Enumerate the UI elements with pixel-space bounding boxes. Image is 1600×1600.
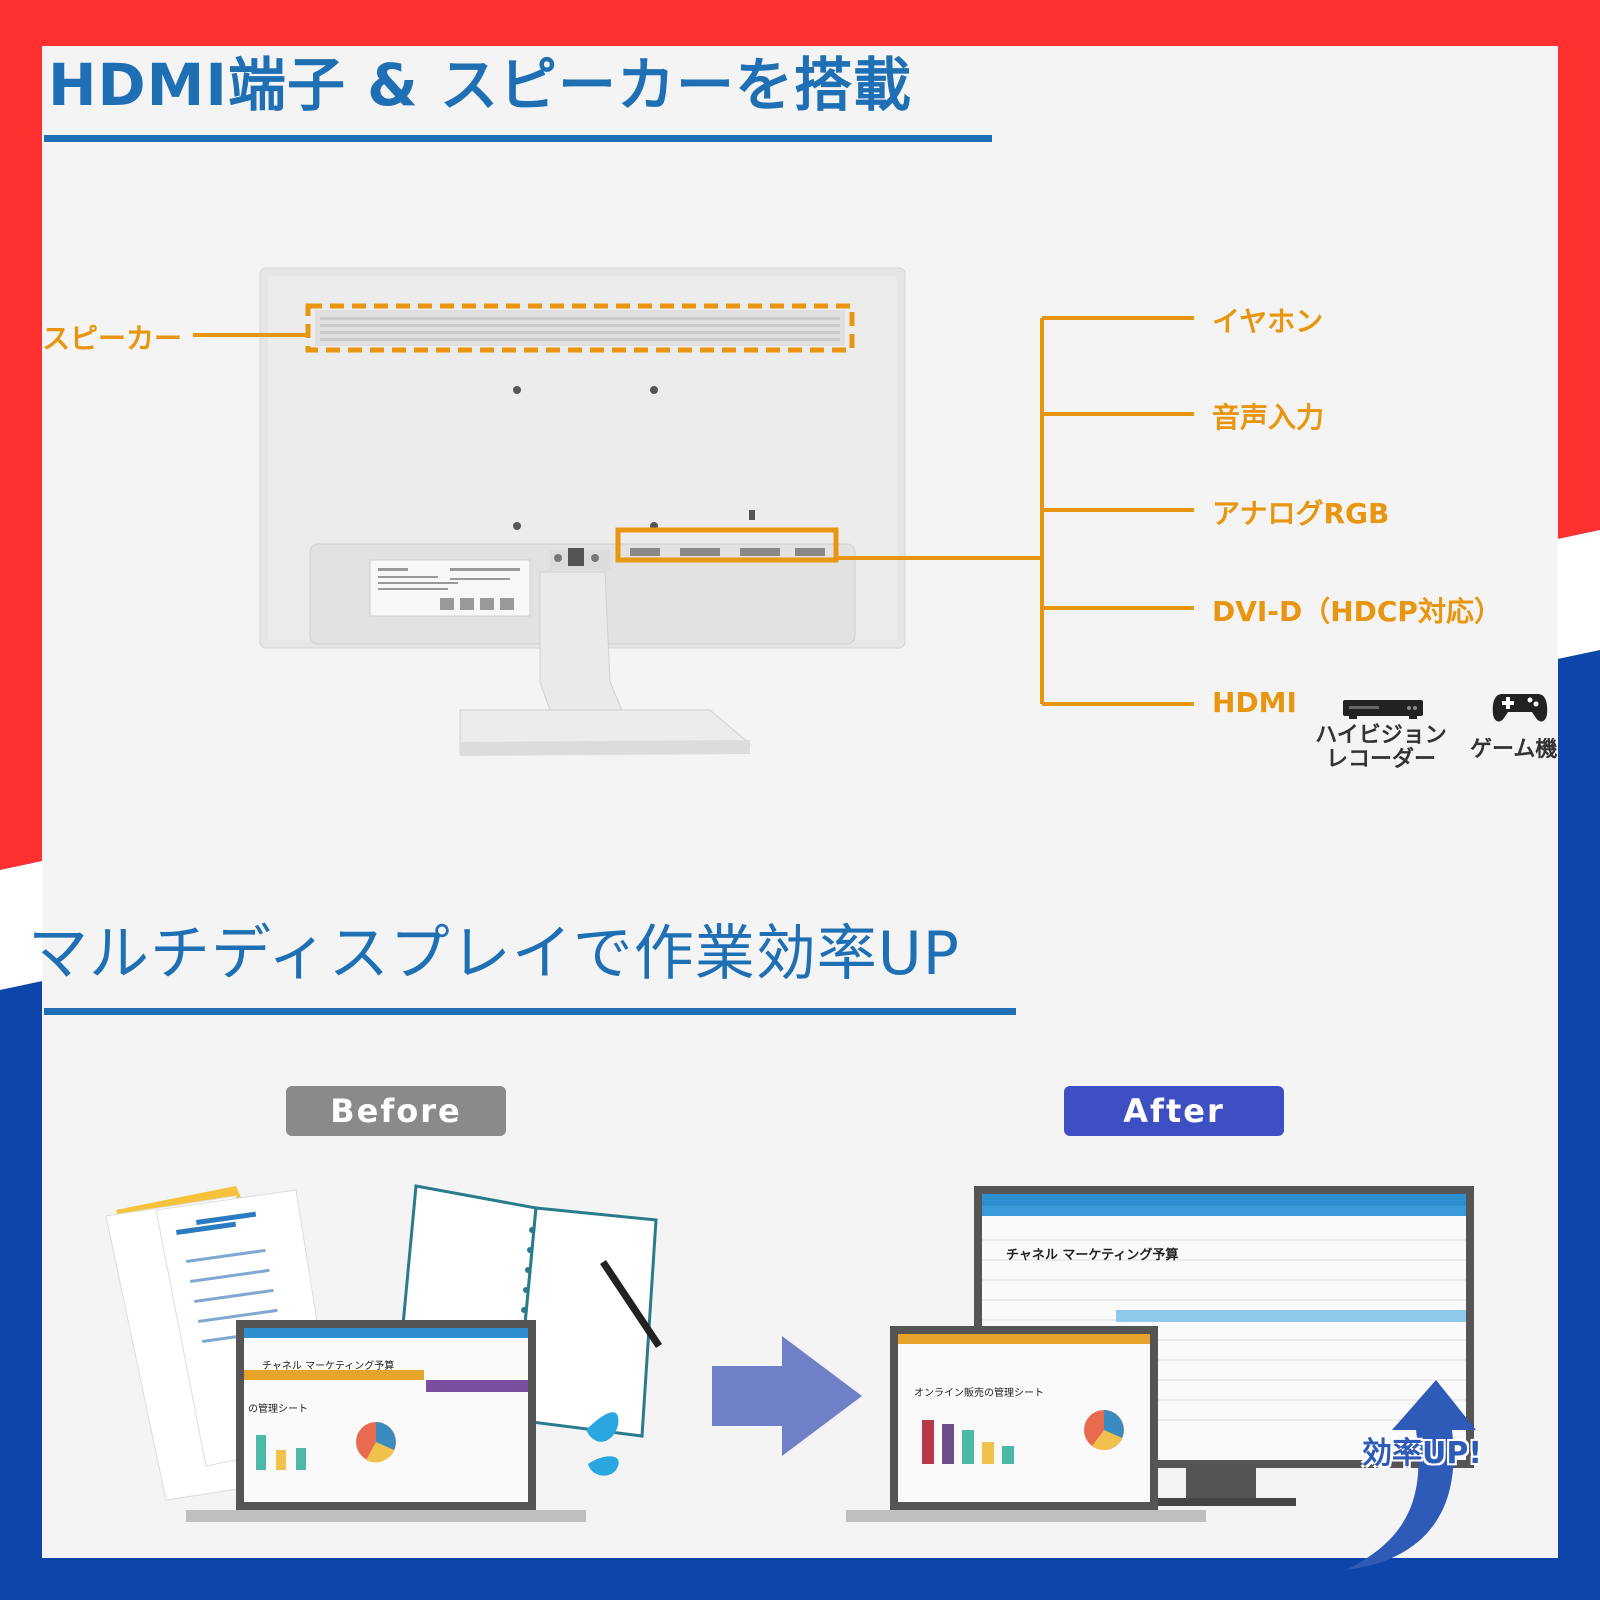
transition-arrow-icon (712, 1336, 862, 1456)
before-sheet-title: チャネル マーケティング予算 (262, 1361, 395, 1372)
port-label-hdmi: HDMI (1212, 686, 1297, 719)
after-label: After (1064, 1086, 1284, 1136)
device-label-recorder: ハイビジョン レコーダー (1315, 723, 1447, 772)
efficiency-up-badge: 効率UP! (1362, 1436, 1483, 1471)
section2-title: マルチディスプレイで作業効率UP (28, 919, 960, 989)
section1-title: HDMI端子 & スピーカーを搭載 (48, 51, 912, 119)
port-label-analog-rgb: アナログRGB (1212, 497, 1390, 530)
after-monitor-sheet-title: チャネル マーケティング予算 (1006, 1248, 1179, 1263)
after-laptop-sheet-title: オンライン販売の管理シート (914, 1388, 1044, 1399)
section1-underline (44, 135, 992, 142)
monitor-back-image (259, 267, 906, 756)
before-label: Before (286, 1086, 506, 1136)
after-illustration (846, 1186, 1476, 1570)
port-label-earphone: イヤホン (1212, 305, 1324, 338)
port-label-audio-input: 音声入力 (1212, 401, 1325, 434)
speaker-grill (315, 310, 845, 346)
port-label-dvi-d: DVI-D（HDCP対応） (1212, 595, 1502, 628)
section2-underline (44, 1008, 1016, 1015)
speaker-label: スピーカー (42, 322, 183, 355)
before-sheet-fragment: の管理シート (248, 1404, 308, 1415)
port-connector-lines (836, 316, 1194, 706)
speaker-connector-line (193, 333, 308, 337)
gamepad-icon (1492, 694, 1548, 722)
recorder-icon (1343, 700, 1423, 719)
device-label-game-console: ゲーム機 (1470, 738, 1558, 762)
before-illustration (105, 1184, 662, 1522)
